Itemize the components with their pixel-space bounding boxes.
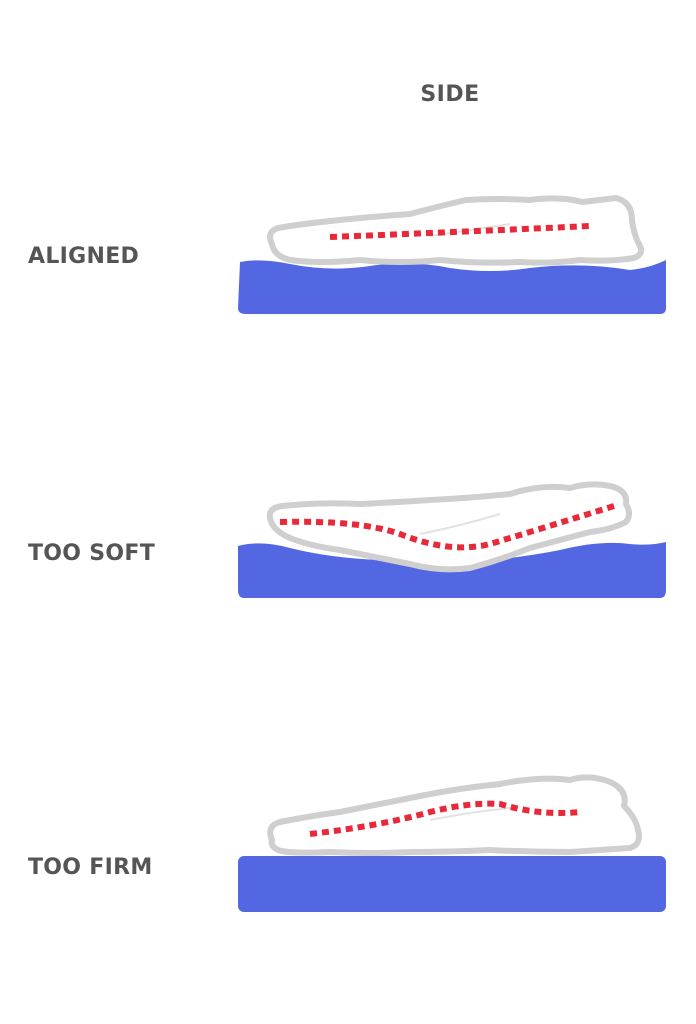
row-label-too-firm: TOO FIRM (28, 855, 153, 880)
row-label-aligned: ALIGNED (28, 244, 140, 269)
mattress-shape (238, 856, 666, 912)
body-contour-line (429, 807, 511, 821)
aligned-diagram (238, 195, 666, 314)
too-firm-diagram (238, 774, 666, 912)
too-soft-illustration (230, 464, 676, 634)
body-contour-line (419, 513, 501, 535)
too-firm-illustration (230, 760, 676, 930)
row-label-too-soft: TOO SOFT (28, 541, 156, 566)
dotted-spine-line (279, 503, 615, 551)
too-soft-diagram (238, 481, 666, 598)
column-header-side: SIDE (420, 82, 480, 107)
dotted-spine-line (309, 800, 581, 837)
aligned-illustration (230, 180, 676, 350)
mattress-shape (238, 260, 666, 314)
body-contour-line (429, 223, 511, 237)
